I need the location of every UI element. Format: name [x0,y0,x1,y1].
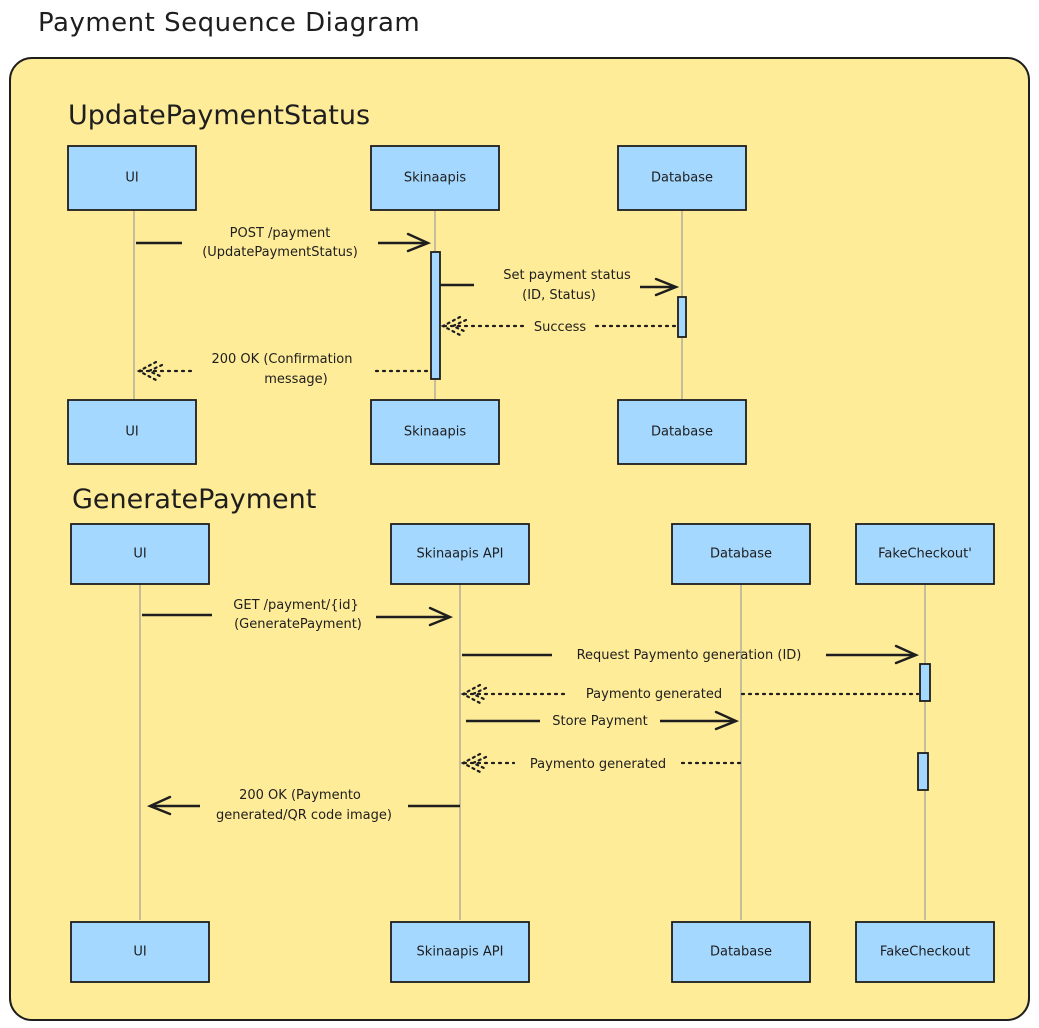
message-label: Request Paymento generation (ID) [577,648,802,663]
message-request-paymento-generation: Request Paymento generation (ID) [462,644,920,665]
message-paymento-generated-from-database: Paymento generated [460,752,742,774]
message-label: message) [264,372,328,387]
participant-label: UI [133,547,146,562]
section-heading-generate: GeneratePayment [72,484,316,515]
message-label: (UpdatePaymentStatus) [202,245,358,260]
message-label: POST /payment [230,226,331,241]
participant-fakecheckout-top[interactable]: FakeCheckout' [855,523,995,585]
message-set-payment-status: Set payment status (ID, Status) [440,268,680,303]
participant-label: UI [133,945,146,960]
participant-label: Skinaapis [404,425,466,440]
participant-database-bottom[interactable]: Database [671,921,811,983]
participant-database-top[interactable]: Database [617,145,747,211]
participant-label: Skinaapis [404,171,466,186]
diagram-title: Payment Sequence Diagram [38,8,421,38]
message-post-payment: POST /payment (UpdatePaymentStatus) [136,226,432,260]
participant-label: UI [125,425,138,440]
participant-label: FakeCheckout' [878,547,972,562]
participant-database-bottom[interactable]: Database [617,399,747,465]
message-success: Success [440,315,678,337]
message-label: Store Payment [552,714,647,729]
message-200-ok-confirmation: 200 OK (Confirmation message) [136,352,432,387]
message-label: 200 OK (Paymento [239,788,361,803]
message-label: (GeneratePayment) [234,617,362,632]
message-label: 200 OK (Confirmation [211,352,352,367]
participant-skinaapis-api-bottom[interactable]: Skinaapis API [390,921,530,983]
message-label: Paymento generated [586,687,722,702]
participant-ui-bottom[interactable]: UI [70,921,210,983]
participant-label: Database [710,547,772,562]
section-heading-update: UpdatePaymentStatus [68,100,370,131]
message-store-payment: Store Payment [466,710,740,731]
participant-label: Database [710,945,772,960]
participant-skinaapis-api-top[interactable]: Skinaapis API [390,523,530,585]
message-label: Paymento generated [530,757,666,772]
message-get-payment: GET /payment/{id} (GeneratePayment) [142,598,454,632]
message-label: GET /payment/{id} [233,598,358,613]
message-label: (ID, Status) [522,288,596,303]
participant-fakecheckout-bottom[interactable]: FakeCheckout [855,921,995,983]
activation-bar-database [677,296,687,338]
participant-label: Skinaapis API [417,945,504,960]
participant-label: Database [651,425,713,440]
participant-ui-top[interactable]: UI [70,523,210,585]
participant-label: UI [125,171,138,186]
message-paymento-generated-from-checkout: Paymento generated [460,683,920,705]
activation-bar-fakecheckout [917,752,929,791]
participant-label: FakeCheckout [880,945,970,960]
participant-skinaapis-bottom[interactable]: Skinaapis [370,399,500,465]
message-label: Success [534,320,587,335]
participant-ui-bottom[interactable]: UI [67,399,197,465]
activation-bar-skinaapis [430,251,441,380]
activation-bar-fakecheckout [919,663,931,702]
participant-label: Database [651,171,713,186]
participant-label: Skinaapis API [417,547,504,562]
message-200-ok-paymento: 200 OK (Paymento generated/QR code image… [146,788,460,823]
participant-skinaapis-top[interactable]: Skinaapis [370,145,500,211]
message-label: Set payment status [503,268,631,283]
message-label: generated/QR code image) [216,808,392,823]
participant-database-top[interactable]: Database [671,523,811,585]
participant-ui-top[interactable]: UI [67,145,197,211]
